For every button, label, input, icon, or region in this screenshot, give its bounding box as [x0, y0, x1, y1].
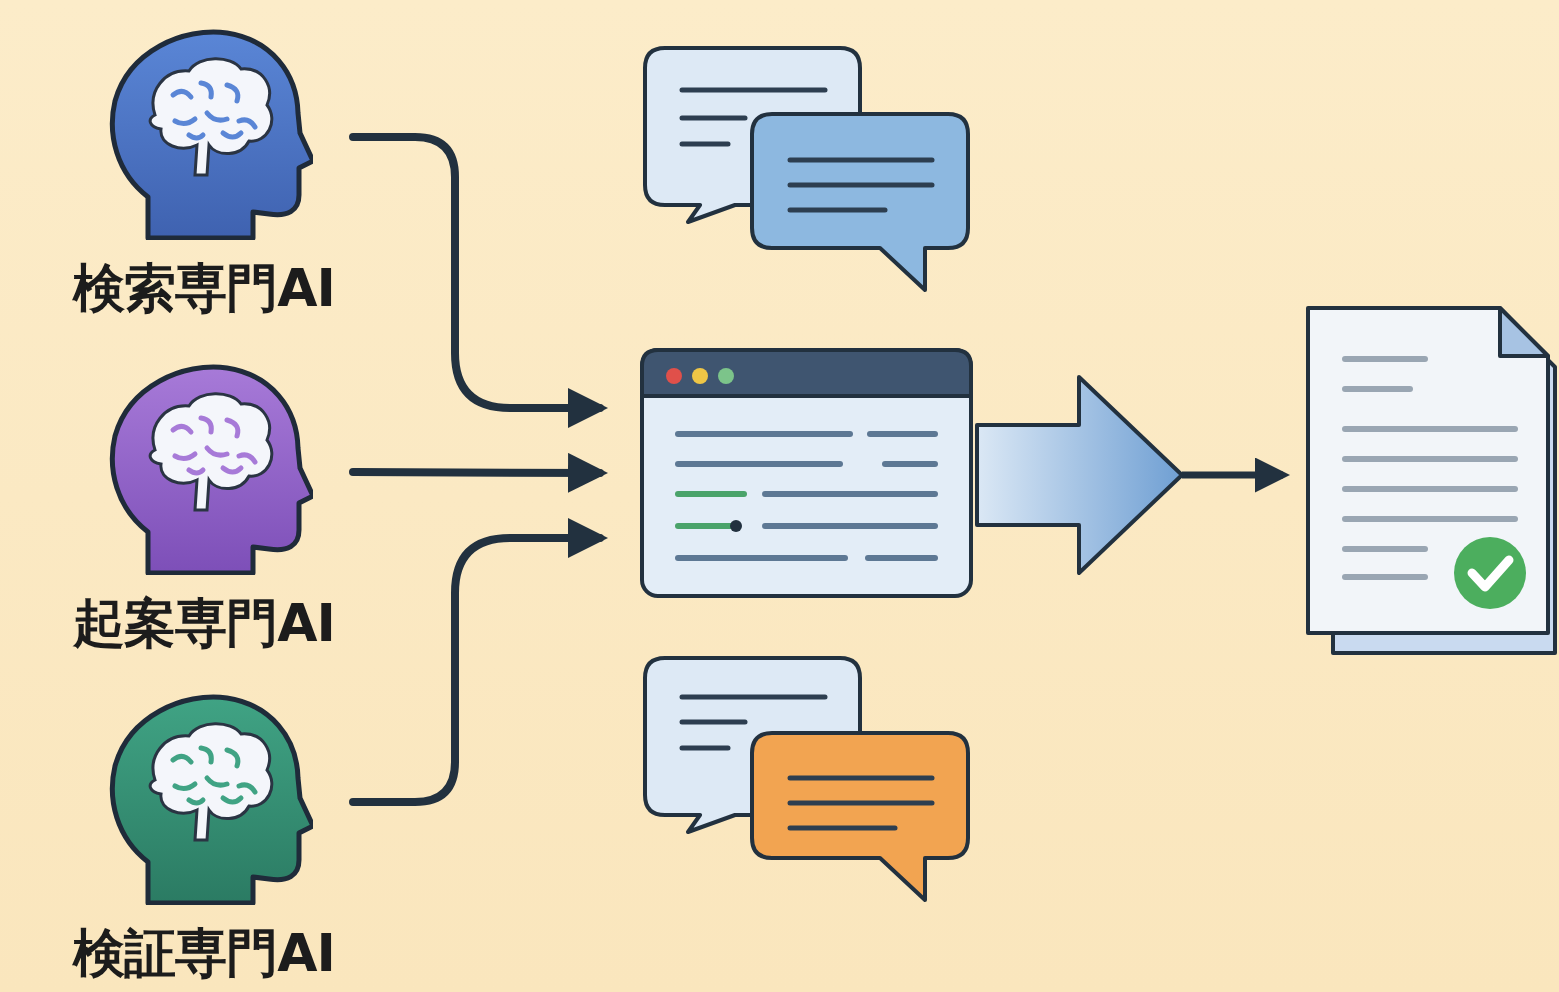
flow-arrow	[353, 538, 600, 802]
head-icon	[103, 360, 313, 575]
workspace-window	[640, 348, 973, 598]
agent-label: 検索専門AI	[35, 257, 373, 319]
head-icon	[103, 25, 313, 244]
agent-node: 検索専門AI	[35, 25, 373, 319]
window-illustration	[640, 348, 973, 598]
head-icon	[103, 690, 313, 909]
speech-bubbles-bottom	[645, 658, 968, 900]
flow-arrow	[353, 472, 600, 473]
agent-label: 検証専門AI	[35, 922, 373, 984]
flow-arrow	[353, 137, 600, 408]
agent-node: 検証専門AI	[35, 690, 373, 984]
speech-bubbles-top	[645, 48, 968, 290]
head-icon	[103, 690, 313, 905]
result-document	[1305, 305, 1557, 657]
document-illustration	[1305, 305, 1557, 657]
head-icon	[103, 360, 313, 579]
agent-label: 起案専門AI	[35, 592, 373, 654]
head-icon	[103, 25, 313, 240]
agent-node: 起案専門AI	[35, 360, 373, 654]
flow-arrow	[977, 377, 1283, 573]
